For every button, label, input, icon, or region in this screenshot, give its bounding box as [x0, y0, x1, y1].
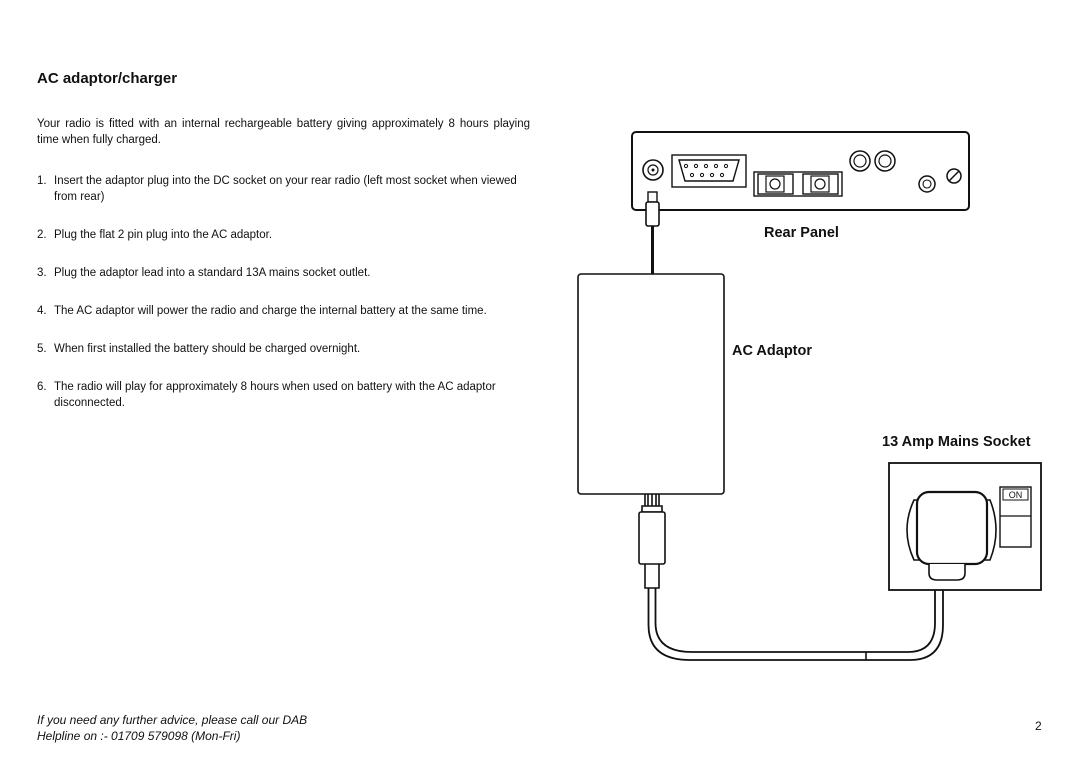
instruction-step-3: 3. Plug the adaptor lead into a standard…	[37, 265, 530, 281]
step-number: 4.	[37, 305, 47, 317]
mains-socket-illustration: ON	[888, 462, 1042, 591]
instruction-step-2: 2. Plug the flat 2 pin plug into the AC …	[37, 227, 530, 243]
two-pin-plug-cable	[638, 494, 944, 661]
section-title: AC adaptor/charger	[37, 70, 178, 87]
step-number: 3.	[37, 267, 47, 279]
switch-on-label: ON	[1009, 490, 1023, 500]
step-number: 1.	[37, 175, 47, 187]
step-number: 6.	[37, 381, 47, 393]
intro-paragraph: Your radio is fitted with an internal re…	[37, 118, 530, 146]
step-text: Plug the adaptor lead into a standard 13…	[54, 267, 371, 279]
step-text: Plug the flat 2 pin plug into the AC ada…	[54, 229, 273, 241]
dc-plug-cable	[645, 191, 660, 275]
mains-socket-label: 13 Amp Mains Socket	[882, 434, 1031, 450]
ac-adaptor-label: AC Adaptor	[732, 343, 813, 359]
footer-line-1: If you need any further advice, please c…	[37, 713, 308, 727]
rear-panel-label: Rear Panel	[764, 225, 839, 241]
antenna-sockets	[753, 171, 843, 197]
ac-adaptor-illustration	[577, 273, 725, 495]
rear-panel-illustration	[631, 131, 970, 211]
step-text: Insert the adaptor plug into the DC sock…	[54, 175, 517, 203]
step-number: 5.	[37, 343, 47, 355]
rca-sockets	[849, 150, 896, 172]
step-text: The AC adaptor will power the radio and …	[54, 305, 487, 317]
step-text: When first installed the battery should …	[54, 343, 361, 355]
instruction-step-1: 1. Insert the adaptor plug into the DC s…	[37, 173, 530, 205]
step-text: The radio will play for approximately 8 …	[54, 381, 496, 409]
page-number: 2	[1035, 719, 1042, 733]
screw	[946, 168, 962, 184]
step-number: 2.	[37, 229, 47, 241]
instruction-step-5: 5. When first installed the battery shou…	[37, 341, 530, 357]
instruction-step-6: 6. The radio will play for approximately…	[37, 379, 530, 411]
serial-port	[671, 154, 747, 188]
footer-line-2: Helpline on :- 01709 579098 (Mon-Fri)	[37, 729, 241, 743]
helpline-footer: If you need any further advice, please c…	[37, 712, 307, 744]
instruction-list: 1. Insert the adaptor plug into the DC s…	[37, 173, 530, 411]
instruction-step-4: 4. The AC adaptor will power the radio a…	[37, 303, 530, 319]
